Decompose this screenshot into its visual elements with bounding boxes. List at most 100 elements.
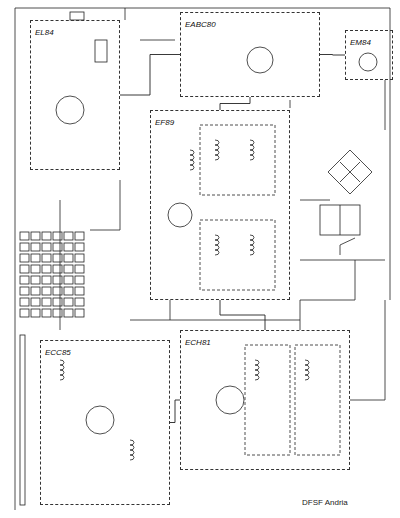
switch-cell <box>75 232 84 240</box>
shield-box: EL84 <box>30 20 120 170</box>
switch-cell <box>75 265 84 273</box>
wire <box>90 8 385 330</box>
coil-turn <box>130 440 134 445</box>
coil-turn <box>250 245 254 250</box>
coil-turn <box>215 240 219 245</box>
switch-cell <box>31 265 40 273</box>
signal-wire <box>220 97 250 110</box>
coil-turn <box>60 365 64 370</box>
tuner-shield <box>20 335 25 505</box>
switch-cell <box>31 298 40 306</box>
tube-type: EF89 <box>153 118 176 128</box>
signal-wire <box>220 300 265 330</box>
switch-cell <box>31 309 40 317</box>
coil-turn <box>215 235 219 240</box>
coil-turn <box>250 145 254 150</box>
mains-switch <box>340 238 355 255</box>
coil-turn <box>190 160 194 165</box>
switch-cell <box>42 276 51 284</box>
if-can <box>200 220 275 290</box>
switch-cell <box>31 276 40 284</box>
switch-cell <box>64 287 73 295</box>
mains-transformer <box>320 205 360 235</box>
switch-cell <box>42 254 51 262</box>
coil-turn <box>255 375 259 380</box>
switch-cell <box>53 254 62 262</box>
coil-turn <box>215 140 219 145</box>
switch-cell <box>64 298 73 306</box>
coil-turn <box>60 375 64 380</box>
coil-turn <box>60 370 64 375</box>
switch-cell <box>75 287 84 295</box>
rectifier-bridge <box>328 150 372 194</box>
switch-cell <box>20 265 29 273</box>
tube-type: EABC80 <box>183 20 218 30</box>
switch-cell <box>53 309 62 317</box>
coil-turn <box>190 155 194 160</box>
switch-cell <box>20 232 29 240</box>
switch-cell <box>20 243 29 251</box>
if-can <box>245 345 290 455</box>
switch-cell <box>20 309 29 317</box>
switch-cell <box>64 309 73 317</box>
coil-turn <box>215 245 219 250</box>
switch-cell <box>75 254 84 262</box>
tube-symbol <box>86 406 114 434</box>
switch-cell <box>42 265 51 273</box>
shield-box: ECC85 <box>40 340 170 505</box>
switch-cell <box>75 298 84 306</box>
switch-cell <box>31 232 40 240</box>
signal-wire <box>320 54 345 56</box>
coil-turn <box>305 370 309 375</box>
supply-rail <box>15 8 390 510</box>
switch-cell <box>75 309 84 317</box>
coil-turn <box>250 240 254 245</box>
coil-turn <box>255 360 259 365</box>
tube-type: EM84 <box>348 38 373 48</box>
coil-turn <box>190 165 194 170</box>
shield-box: EABC80 <box>180 12 320 97</box>
switch-cell <box>42 287 51 295</box>
coil-turn <box>215 155 219 160</box>
output-transformer <box>95 40 107 62</box>
switch-table <box>20 232 84 317</box>
switch-cell <box>53 276 62 284</box>
coil-turn <box>130 455 134 460</box>
shield-box: EM84 <box>345 30 393 80</box>
tube-symbol <box>216 386 244 414</box>
tube-type: EL84 <box>33 28 56 38</box>
switch-cell <box>20 254 29 262</box>
tube-type: ECH81 <box>183 338 213 348</box>
signal-wire <box>120 55 180 96</box>
coil-turn <box>250 140 254 145</box>
speaker-symbol <box>70 12 84 20</box>
switch-cell <box>42 243 51 251</box>
switch-cell <box>64 276 73 284</box>
switch-cell <box>64 254 73 262</box>
tube-type: ECC85 <box>43 348 73 358</box>
coil-turn <box>255 370 259 375</box>
coil-turn <box>250 250 254 255</box>
coil-turn <box>255 365 259 370</box>
coil-turn <box>130 445 134 450</box>
mains-transformer-core <box>340 205 341 235</box>
coil-turn <box>130 450 134 455</box>
switch-cell <box>53 265 62 273</box>
shield-box: EF89 <box>150 110 290 300</box>
coil-turn <box>305 360 309 365</box>
coil-turn <box>250 235 254 240</box>
if-can <box>295 345 340 455</box>
coil-turn <box>190 150 194 155</box>
tube-symbol <box>359 53 377 71</box>
switch-cell <box>64 243 73 251</box>
coil-windings <box>60 140 309 460</box>
tube-symbol <box>56 96 84 124</box>
tube-symbol <box>247 47 273 73</box>
switch-cell <box>31 287 40 295</box>
switch-cell <box>31 243 40 251</box>
coil-turn <box>305 375 309 380</box>
switch-cell <box>53 287 62 295</box>
wire <box>60 80 385 400</box>
coil-turn <box>250 150 254 155</box>
